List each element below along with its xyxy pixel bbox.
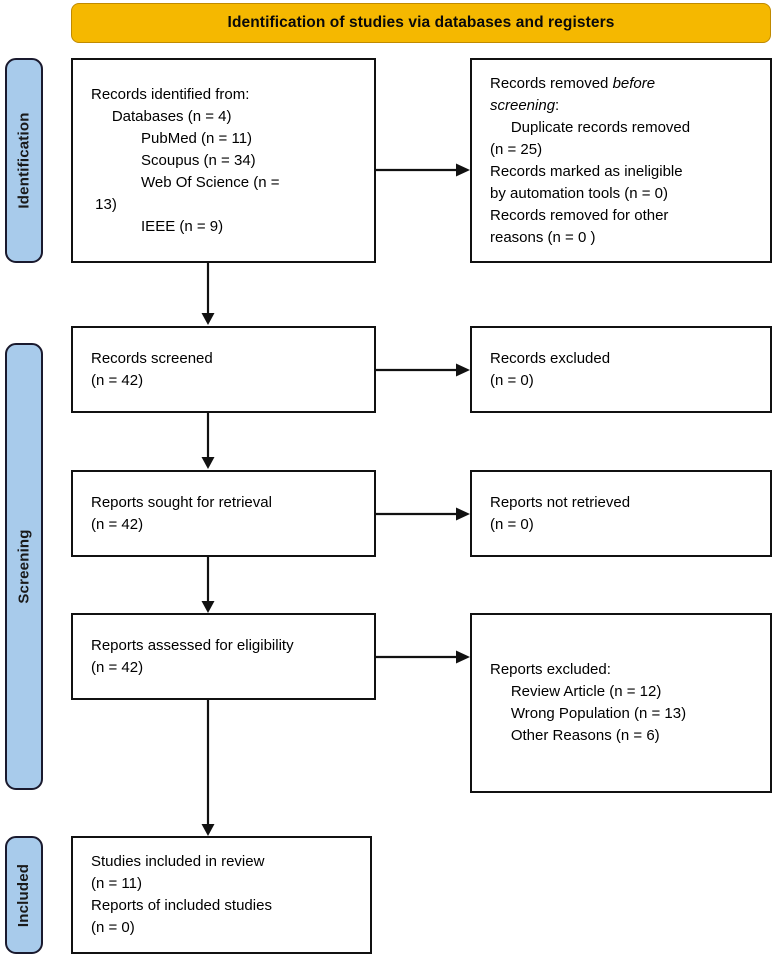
box-reports-not-retrieved-text: Reports not retrieved (n = 0)	[490, 493, 631, 533]
removed-line2-italic: screening	[490, 96, 556, 114]
box-reports-sought-text: Reports sought for retrieval (n = 42)	[91, 493, 272, 533]
box-records-removed-text: Records removed before screening: Duplic…	[490, 72, 760, 248]
arrow-sought-to-notretrieved-icon	[376, 506, 472, 522]
removed-rest: Duplicate records removed (n = 25) Recor…	[490, 118, 691, 246]
arrow-sought-to-assessed-icon	[200, 557, 216, 615]
removed-line1-pre: Records removed	[490, 74, 613, 92]
box-records-excluded-text: Records excluded (n = 0)	[490, 349, 611, 389]
arrow-assessed-to-included-icon	[200, 700, 216, 838]
stage-label-screening: Screening	[5, 343, 43, 790]
box-records-removed-before-screening: Records removed before screening: Duplic…	[470, 58, 772, 263]
box-studies-included-in-review: Studies included in review (n = 11) Repo…	[71, 836, 372, 954]
removed-line1-italic: before	[612, 74, 656, 92]
box-records-identified: Records identified from: Databases (n = …	[71, 58, 376, 263]
box-reports-assessed-text: Reports assessed for eligibility (n = 42…	[91, 636, 294, 676]
stage-label-identification-text: Identification	[15, 112, 33, 209]
arrow-assessed-to-reportsexcluded-icon	[376, 649, 472, 665]
box-reports-sought-for-retrieval: Reports sought for retrieval (n = 42)	[71, 470, 376, 557]
stage-label-screening-text: Screening	[15, 529, 33, 604]
box-records-excluded: Records excluded (n = 0)	[470, 326, 772, 413]
arrow-identified-to-screened-icon	[200, 263, 216, 327]
stage-label-included-text: Included	[15, 863, 33, 927]
box-reports-excluded: Reports excluded: Review Article (n = 12…	[470, 613, 772, 793]
header-title: Identification of studies via databases …	[227, 14, 615, 31]
removed-line2-post: :	[555, 96, 560, 114]
box-studies-included-text: Studies included in review (n = 11) Repo…	[91, 852, 272, 937]
box-records-screened: Records screened (n = 42)	[71, 326, 376, 413]
arrow-screened-to-excluded-icon	[376, 362, 472, 378]
box-reports-assessed-for-eligibility: Reports assessed for eligibility (n = 42…	[71, 613, 376, 700]
header-banner: Identification of studies via databases …	[71, 3, 771, 43]
box-reports-excluded-text: Reports excluded: Review Article (n = 12…	[490, 660, 687, 745]
stage-label-included: Included	[5, 836, 43, 954]
box-records-identified-text: Records identified from: Databases (n = …	[91, 85, 280, 235]
arrow-screened-to-sought-icon	[200, 413, 216, 471]
stage-label-identification: Identification	[5, 58, 43, 263]
arrow-identified-to-removed-icon	[376, 162, 472, 178]
box-reports-not-retrieved: Reports not retrieved (n = 0)	[470, 470, 772, 557]
box-records-screened-text: Records screened (n = 42)	[91, 349, 213, 389]
